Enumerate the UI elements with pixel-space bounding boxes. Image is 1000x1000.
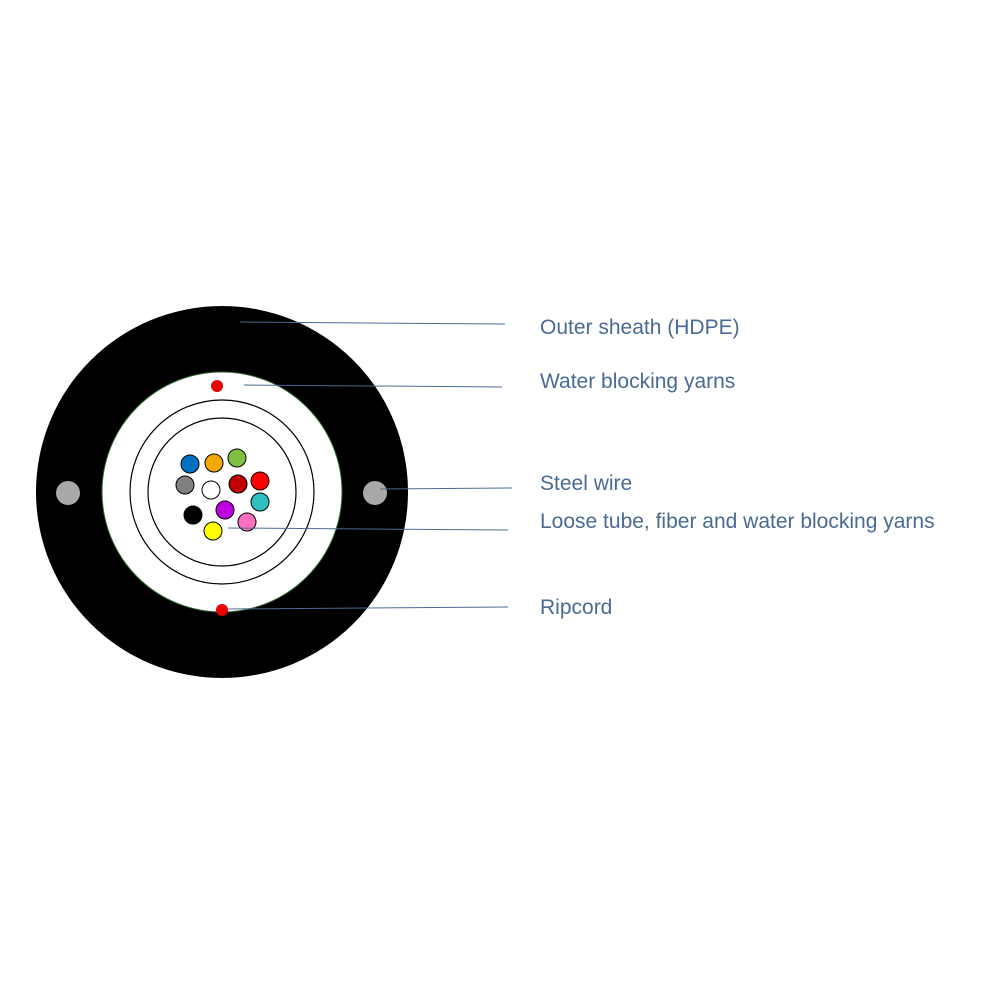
ripcord-top <box>211 380 223 392</box>
fiber-group <box>175 448 270 541</box>
label-outer-sheath: Outer sheath (HDPE) <box>540 316 740 339</box>
leader-line-steel-wire <box>379 487 513 490</box>
fiber-2 <box>204 453 224 473</box>
fiber-4 <box>175 475 195 495</box>
steel-wire-left <box>56 481 80 505</box>
leader-line-ripcord <box>227 606 509 610</box>
fiber-1 <box>180 454 200 474</box>
loose-tube-inner-ring <box>147 417 297 567</box>
fiber-9 <box>183 505 203 525</box>
loose-tube-outer-ring <box>129 399 315 585</box>
fiber-12 <box>203 521 223 541</box>
fiber-10 <box>215 500 235 520</box>
water-blocking-layer <box>101 371 343 613</box>
fiber-8 <box>250 492 270 512</box>
label-ripcord: Ripcord <box>540 596 613 619</box>
label-steel-wire: Steel wire <box>540 472 633 495</box>
fiber-3 <box>227 448 247 468</box>
fiber-5 <box>201 480 221 500</box>
leader-line-loose-tube <box>227 527 509 531</box>
fiber-11 <box>237 512 257 532</box>
leader-line-water-blocking-yarns <box>243 384 503 388</box>
leader-line-outer-sheath <box>239 321 506 325</box>
label-water-blocking-yarns: Water blocking yarns <box>540 370 736 393</box>
leader-lines <box>227 321 513 610</box>
fiber-7 <box>250 471 270 491</box>
label-loose-tube-fiber-yarns: Loose tube, fiber and water blocking yar… <box>540 510 935 533</box>
ripcord-bottom <box>216 604 228 616</box>
steel-wire-right <box>363 481 387 505</box>
fiber-6 <box>228 474 248 494</box>
